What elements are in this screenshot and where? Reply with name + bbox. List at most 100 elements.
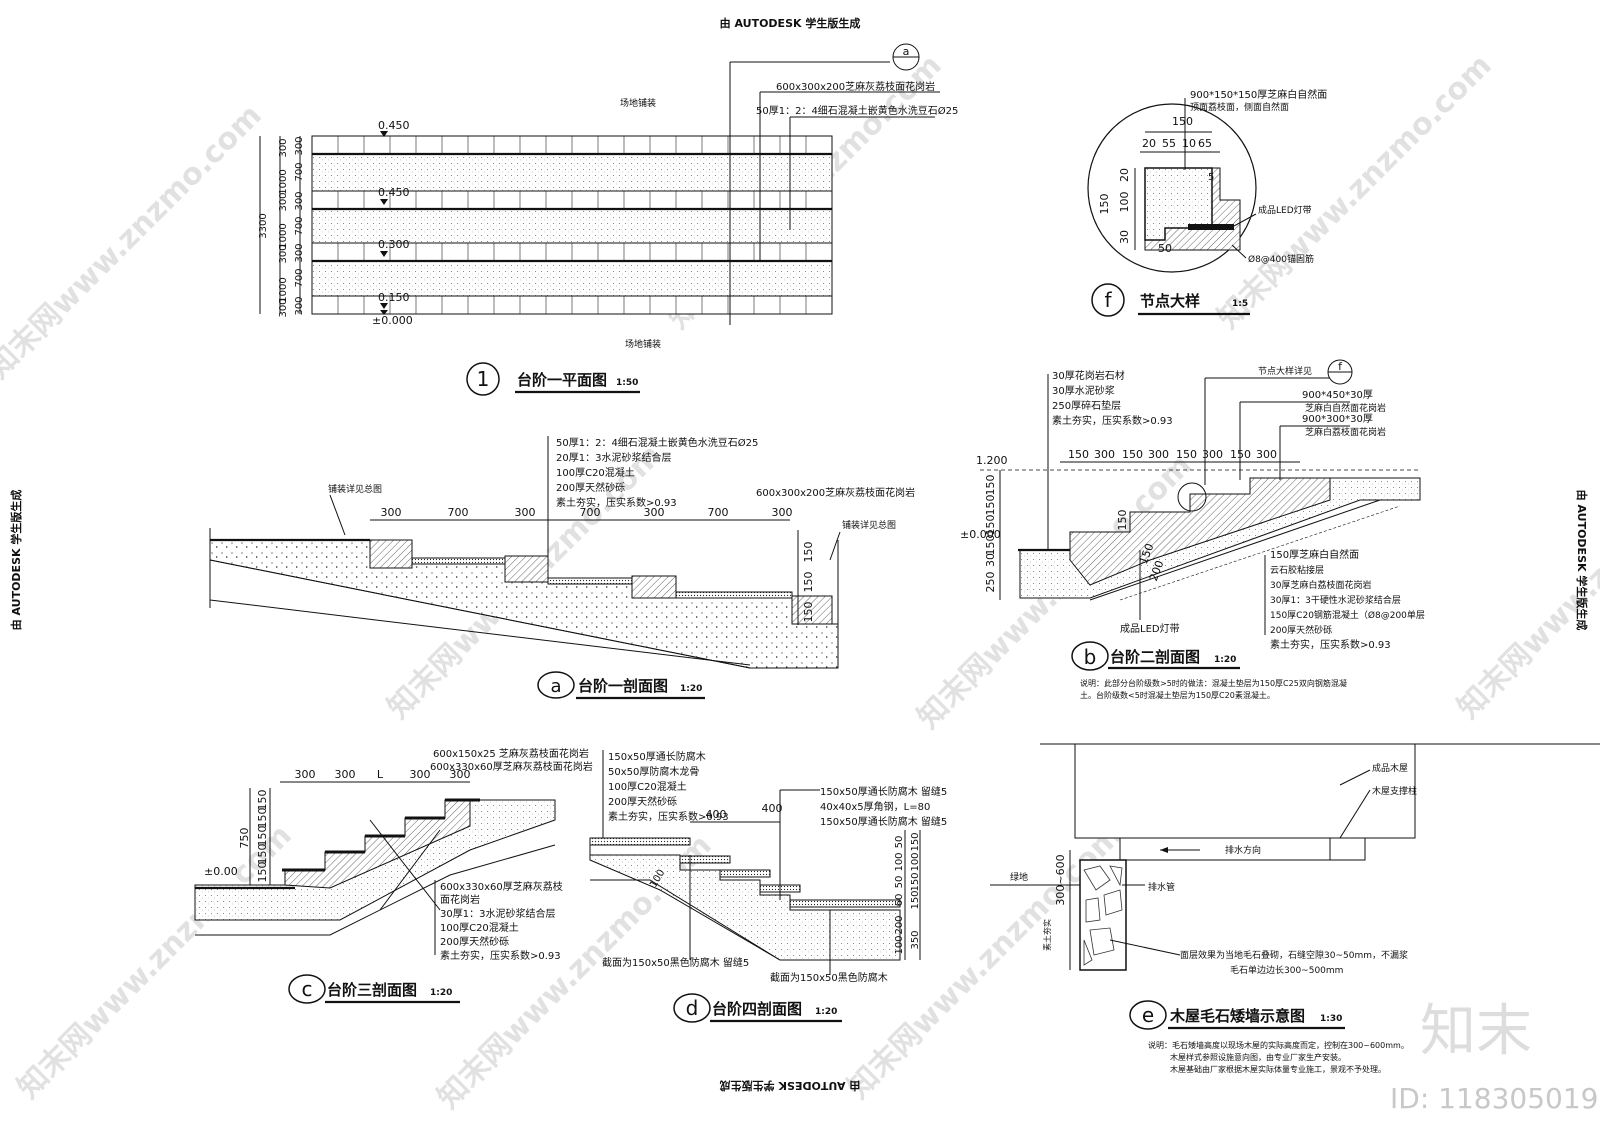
svg-text:f: f — [1104, 288, 1112, 312]
svg-text:说明：毛石矮墙高度以现场木屋的实际高度而定，控制在300~6: 说明：毛石矮墙高度以现场木屋的实际高度而定，控制在300~600mm。 — [1148, 1040, 1409, 1050]
svg-text:20厚1：3水泥砂浆结合层: 20厚1：3水泥砂浆结合层 — [556, 451, 671, 464]
svg-text:100: 100 — [894, 935, 905, 954]
section-c-title: c 台阶三剖面图 1:20 — [288, 974, 460, 1004]
svg-text:10: 10 — [1182, 137, 1196, 150]
svg-text:200厚天然砂砾: 200厚天然砂砾 — [608, 795, 677, 808]
svg-text:300: 300 — [294, 296, 305, 315]
svg-text:素土夯实，压实系数>0.93: 素土夯实，压实系数>0.93 — [1270, 638, 1391, 651]
svg-text:300: 300 — [772, 506, 793, 519]
watermark: 知末网www.znzmo.com — [0, 98, 269, 386]
svg-text:200厚天然砂砾: 200厚天然砂砾 — [440, 935, 509, 948]
svg-text:台阶三剖面图: 台阶三剖面图 — [327, 981, 417, 999]
autodesk-stamp-left: 由 AUTODESK 学生版生成 — [9, 490, 23, 631]
svg-text:150: 150 — [910, 890, 921, 909]
svg-text:100: 100 — [910, 852, 921, 871]
svg-text:300: 300 — [1094, 448, 1115, 461]
svg-text:150厚芝麻白自然面: 150厚芝麻白自然面 — [1270, 548, 1359, 561]
stone-note: 600x300x200芝麻灰荔枝面花岗岩 — [756, 486, 915, 499]
svg-text:300: 300 — [295, 768, 316, 781]
autodesk-stamp-top: 由 AUTODESK 学生版生成 — [720, 16, 861, 30]
plan-callout: a 600x300x200芝麻灰荔枝面花岗岩 50厚1：2：4细石混凝土嵌黄色水… — [729, 43, 958, 325]
svg-text:700: 700 — [294, 162, 305, 181]
plan-levels: 0.450 0.450 0.300 0.150 ±0.000 — [372, 119, 413, 327]
svg-text:木屋基础由厂家根据木屋实际体量专业施工，景观不予处理。: 木屋基础由厂家根据木屋实际体量专业施工，景观不予处理。 — [1170, 1064, 1386, 1074]
section-b: 1.200 ±0.000 150 300 150 300 150 300 150… — [960, 359, 1425, 700]
svg-text:150x50厚通长防腐木: 150x50厚通长防腐木 — [608, 750, 706, 763]
level-mark: 0.450 — [378, 186, 410, 199]
svg-text:150: 150 — [984, 475, 997, 496]
svg-text:50: 50 — [894, 836, 905, 849]
svg-text:100厚C20混凝土: 100厚C20混凝土 — [440, 921, 519, 934]
section-b-title: b 台阶二剖面图 1:20 说明：此部分台阶级数>5时的做法：混凝土垫层为150… — [1071, 641, 1347, 700]
svg-text:顶面荔枝面，侧面自然面: 顶面荔枝面，侧面自然面 — [1190, 101, 1289, 113]
section-e-title: e 木屋毛石矮墙示意图 1:30 说明：毛石矮墙高度以现场木屋的实际高度而定，控… — [1129, 1000, 1409, 1074]
svg-text:1.200: 1.200 — [976, 454, 1008, 467]
svg-text:150: 150 — [1122, 448, 1143, 461]
svg-text:木屋样式参照设施意向图，由专业厂家生产安装。: 木屋样式参照设施意向图，由专业厂家生产安装。 — [1170, 1052, 1346, 1062]
section-a-title: a 台阶一剖面图 1:20 — [537, 671, 705, 700]
svg-text:150: 150 — [802, 542, 815, 563]
svg-text:300: 300 — [294, 243, 305, 262]
svg-text:150: 150 — [984, 515, 997, 536]
svg-text:100厚C20混凝土: 100厚C20混凝土 — [556, 466, 635, 479]
id-label: ID: 1183050196 — [1390, 1082, 1600, 1115]
svg-text:300: 300 — [278, 244, 289, 263]
level-mark: ±0.000 — [372, 314, 413, 327]
svg-text:d: d — [686, 996, 699, 1020]
svg-text:300: 300 — [278, 298, 289, 317]
detail-f-title: f 节点大样 1:5 — [1091, 283, 1250, 317]
svg-text:700: 700 — [580, 506, 601, 519]
plan-1: 场地铺装 场地铺装 0.450 0.450 0.300 0.150 ±0.000 — [258, 43, 958, 396]
svg-text:a: a — [550, 676, 561, 697]
svg-text:250: 250 — [984, 572, 997, 593]
section-a: 300 700 300 700 300 700 300 150 150 150 … — [209, 436, 915, 700]
svg-text:200: 200 — [894, 915, 905, 934]
svg-text:900*150*150厚芝麻白自然面: 900*150*150厚芝麻白自然面 — [1190, 88, 1327, 101]
svg-text:200厚天然砂砾: 200厚天然砂砾 — [1270, 624, 1332, 636]
svg-text:±0.00: ±0.00 — [204, 865, 238, 878]
svg-text:60: 60 — [894, 894, 905, 907]
svg-text:100: 100 — [894, 852, 905, 871]
svg-text:云石胶粘接层: 云石胶粘接层 — [1270, 564, 1324, 576]
brand-logo: 知末 — [1420, 999, 1532, 1064]
autodesk-stamp-right: 由 AUTODESK 学生版生成 — [1575, 490, 1589, 631]
svg-text:30: 30 — [1118, 230, 1131, 244]
svg-text:Ø8@400锚固筋: Ø8@400锚固筋 — [1248, 253, 1314, 265]
svg-text:150: 150 — [802, 602, 815, 623]
svg-text:说明：此部分台阶级数>5时的做法：混凝土垫层为150厚C25: 说明：此部分台阶级数>5时的做法：混凝土垫层为150厚C25双向钢筋混凝 — [1080, 678, 1347, 688]
cabin-body — [1074, 743, 1416, 839]
svg-text:台阶二剖面图: 台阶二剖面图 — [1110, 648, 1200, 666]
svg-text:排水方向: 排水方向 — [1225, 844, 1261, 856]
detail-f: 150 20 55 10 65 20 100 150 30 50 5 900*1… — [1087, 88, 1327, 317]
svg-text:300: 300 — [294, 191, 305, 210]
svg-text:150: 150 — [910, 872, 921, 891]
svg-text:±0.000: ±0.000 — [960, 528, 1001, 541]
svg-text:300: 300 — [1256, 448, 1277, 461]
svg-text:300: 300 — [1148, 448, 1169, 461]
svg-text:台阶一剖面图: 台阶一剖面图 — [578, 677, 668, 695]
svg-text:300: 300 — [450, 768, 471, 781]
section-d: 150x50厚通长防腐木 50x50厚防腐木龙骨 100厚C20混凝土 200厚… — [589, 750, 947, 1023]
svg-text:1000: 1000 — [278, 223, 289, 248]
svg-text:成品LED灯带: 成品LED灯带 — [1258, 204, 1312, 216]
svg-text:150: 150 — [1176, 448, 1197, 461]
svg-text:芝麻白荔枝面花岗岩: 芝麻白荔枝面花岗岩 — [1305, 426, 1386, 438]
svg-text:600x330x60厚芝麻灰荔枝面花岗岩: 600x330x60厚芝麻灰荔枝面花岗岩 — [430, 760, 593, 773]
svg-text:600x330x60厚芝麻灰荔枝: 600x330x60厚芝麻灰荔枝 — [440, 880, 563, 893]
svg-text:30: 30 — [984, 553, 997, 567]
svg-text:L: L — [377, 768, 384, 781]
level-mark: 0.300 — [378, 238, 410, 251]
svg-text:c: c — [302, 977, 313, 1001]
svg-text:150: 150 — [256, 862, 269, 883]
section-d-title: d 台阶四剖面图 1:20 — [673, 993, 842, 1023]
plan-scale: 1:50 — [616, 378, 638, 388]
svg-text:素土夯实: 素土夯实 — [1042, 919, 1052, 951]
rubble-wall — [1079, 859, 1127, 971]
svg-text:面花岗岩: 面花岗岩 — [440, 893, 480, 906]
svg-text:素土夯实，压实系数>0.93: 素土夯实，压实系数>0.93 — [556, 496, 677, 509]
svg-text:150: 150 — [256, 826, 269, 847]
svg-text:700: 700 — [448, 506, 469, 519]
svg-text:素土夯实，压实系数>0.93: 素土夯实，压实系数>0.93 — [1052, 414, 1173, 427]
